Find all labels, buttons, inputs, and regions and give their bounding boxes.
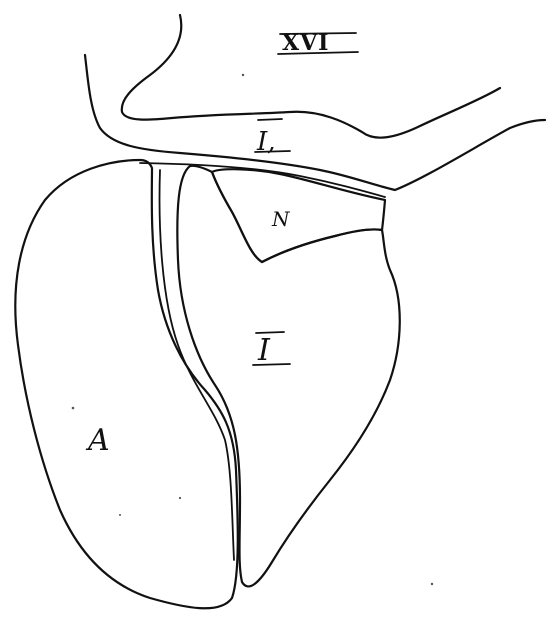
label-i-overline	[256, 332, 284, 333]
region-a-outline	[15, 160, 237, 608]
speck-2	[72, 407, 75, 410]
label-i1-overline	[258, 119, 282, 120]
label-n: N	[271, 207, 291, 231]
speck-4	[431, 583, 433, 585]
label-i1-underline	[255, 151, 290, 152]
speck-5	[119, 514, 121, 516]
label-i: I	[257, 333, 271, 368]
speck-3	[179, 497, 181, 499]
upper-region-band	[85, 55, 545, 190]
figure-number-overline	[280, 33, 356, 34]
channel-line	[160, 170, 234, 560]
speck-1	[242, 74, 244, 76]
label-i-underline	[253, 364, 290, 365]
label-a: A	[85, 423, 110, 458]
region-n-outline	[212, 169, 385, 262]
